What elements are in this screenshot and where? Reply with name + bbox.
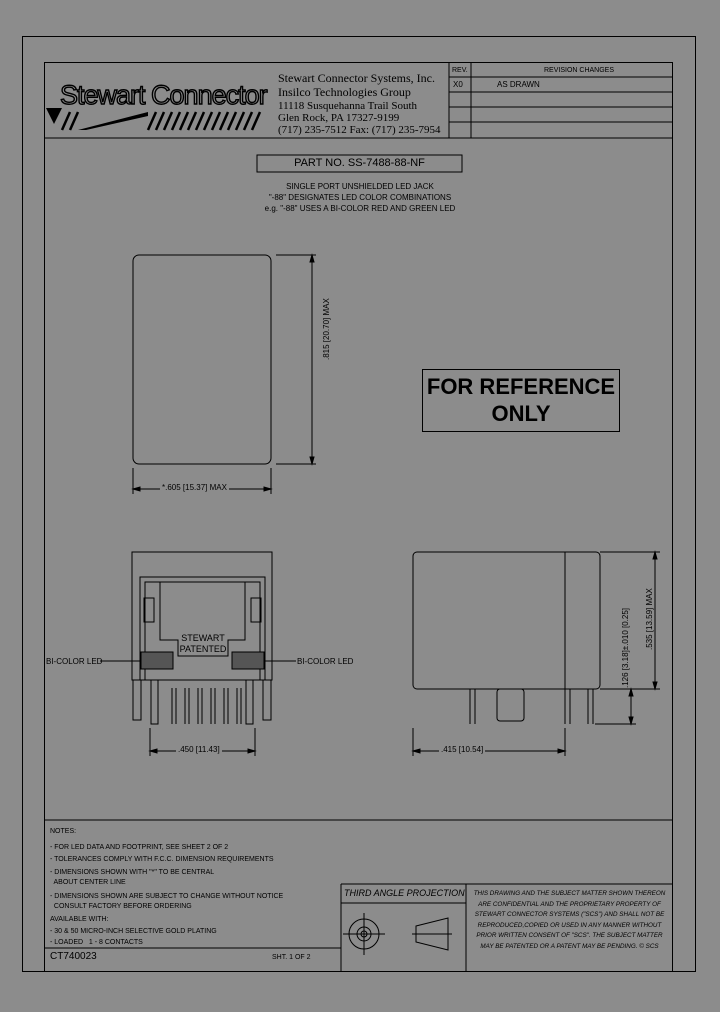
reference-only-stamp: FOR REFERENCE ONLY xyxy=(422,369,620,432)
note-item: - DIMENSIONS SHOWN ARE SUBJECT TO CHANGE… xyxy=(50,893,284,900)
sheet-number: SHT. 1 OF 2 xyxy=(272,954,311,961)
company-address-2: Glen Rock, PA 17327-9199 xyxy=(278,112,400,124)
legal-line: MAY BE PATENTED OR A PATENT MAY BE PENDI… xyxy=(480,942,659,950)
part-number: PART NO. SS-7488-88-NF xyxy=(294,157,425,169)
notes-title: NOTES: xyxy=(50,828,77,835)
drawing-frame xyxy=(44,62,673,972)
note-item: - FOR LED DATA AND FOOTPRINT, SEE SHEET … xyxy=(50,844,229,851)
part-description-3: e.g. "-88" USES A BI-COLOR RED AND GREEN… xyxy=(264,204,456,213)
available-item: - 30 & 50 MICRO-INCH SELECTIVE GOLD PLAT… xyxy=(50,928,217,935)
stamp-line-2: ONLY xyxy=(491,401,551,426)
part-description-2: "-88" DESIGNATES LED COLOR COMBINATIONS xyxy=(268,193,452,202)
led-label-left: BI-COLOR LED xyxy=(46,657,103,666)
legal-line: REPRODUCED,COPIED OR USED IN ANY MANNER … xyxy=(477,921,662,929)
company-address-1: 11118 Susquehanna Trail South xyxy=(278,100,418,112)
revision-changes-header: REVISION CHANGES xyxy=(544,67,615,74)
company-group: Insilco Technologies Group xyxy=(278,85,411,99)
note-item: - TOLERANCES COMPLY WITH F.C.C. DIMENSIO… xyxy=(50,856,274,863)
company-phone: (717) 235-7512 Fax: (717) 235-7954 xyxy=(278,124,441,136)
side-height-dimension: .535 [13.59] MAX xyxy=(645,588,654,650)
jack-brand: STEWART xyxy=(181,633,225,643)
projection-label: THIRD ANGLE PROJECTION xyxy=(344,888,465,898)
company-name: Stewart Connector Systems, Inc. xyxy=(278,71,435,85)
legal-line: STEWART CONNECTOR SYSTEMS ("SCS") AND SH… xyxy=(474,911,665,918)
part-description-1: SINGLE PORT UNSHIELDED LED JACK xyxy=(286,182,434,191)
note-item: - DIMENSIONS SHOWN WITH "*" TO BE CENTRA… xyxy=(50,869,215,876)
legal-line: THIS DRAWING AND THE SUBJECT MATTER SHOW… xyxy=(473,890,666,897)
available-title: AVAILABLE WITH: xyxy=(50,916,109,923)
led-label-right: BI-COLOR LED xyxy=(297,657,354,666)
top-width-dimension: *.605 [15.37] MAX xyxy=(160,483,229,493)
revision-change: AS DRAWN xyxy=(497,80,540,89)
rev-header: REV. xyxy=(452,67,468,74)
note-item: CONSULT FACTORY BEFORE ORDERING xyxy=(50,903,192,910)
jack-patented: PATENTED xyxy=(179,644,227,654)
revision-rev: X0 xyxy=(453,80,463,89)
legal-line: PRIOR WRITTEN CONSENT OF "SCS". THE SUBJ… xyxy=(476,932,663,939)
document-number: CT740023 xyxy=(50,951,97,962)
front-width-dimension: .450 [11.43] xyxy=(176,745,222,755)
side-width-dimension: .415 [10.54] xyxy=(439,745,486,755)
stamp-line-1: FOR REFERENCE xyxy=(426,374,616,399)
available-item: - LOADED 1 - 8 CONTACTS xyxy=(50,939,143,946)
legal-notice: THIS DRAWING AND THE SUBJECT MATTER SHOW… xyxy=(468,889,671,952)
note-item: ABOUT CENTER LINE xyxy=(50,879,126,886)
side-tail-dimension: .126 [3.18]±.010 [0.25] xyxy=(621,607,630,688)
top-height-dimension: .815 [20.70] MAX xyxy=(322,298,331,360)
legal-line: ARE CONFIDENTIAL AND THE PROPRIETARY PRO… xyxy=(478,900,661,908)
company-logo: Stewart Connector xyxy=(59,79,268,110)
